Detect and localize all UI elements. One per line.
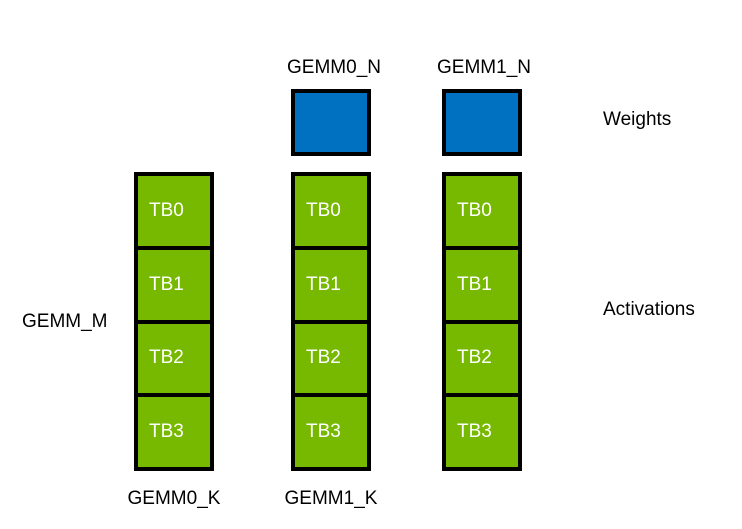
label-gemm1-n-line1: GEMM1_N [437, 57, 531, 78]
tb-cell: TB0 [134, 172, 214, 250]
tb-cell: TB2 [291, 319, 371, 398]
tb-cell: TB3 [134, 393, 214, 471]
tb-cell: TB2 [134, 319, 214, 398]
activations-column-2: TB0 TB1 TB2 TB3 [442, 172, 522, 471]
label-weights: Weights [603, 109, 672, 130]
weights-box-gemm0 [291, 89, 371, 156]
tb-cell: TB3 [291, 393, 371, 471]
tb-cell: TB1 [134, 245, 214, 324]
tb-cell: TB1 [291, 245, 371, 324]
activations-column-1: TB0 TB1 TB2 TB3 [291, 172, 371, 471]
tb-cell: TB3 [442, 393, 522, 471]
activations-column-0: TB0 TB1 TB2 TB3 [134, 172, 214, 471]
label-gemm0-n-line1: GEMM0_N [287, 57, 381, 78]
tb-cell: TB2 [442, 319, 522, 398]
label-gemm0-k: GEMM0_K [127, 488, 221, 509]
label-gemm-m: GEMM_M [22, 311, 108, 332]
tb-cell: TB0 [291, 172, 371, 250]
weights-box-gemm1 [442, 89, 522, 156]
tb-cell: TB0 [442, 172, 522, 250]
label-gemm1-k: GEMM1_K [284, 488, 378, 509]
label-activations: Activations [603, 299, 695, 320]
tb-cell: TB1 [442, 245, 522, 324]
